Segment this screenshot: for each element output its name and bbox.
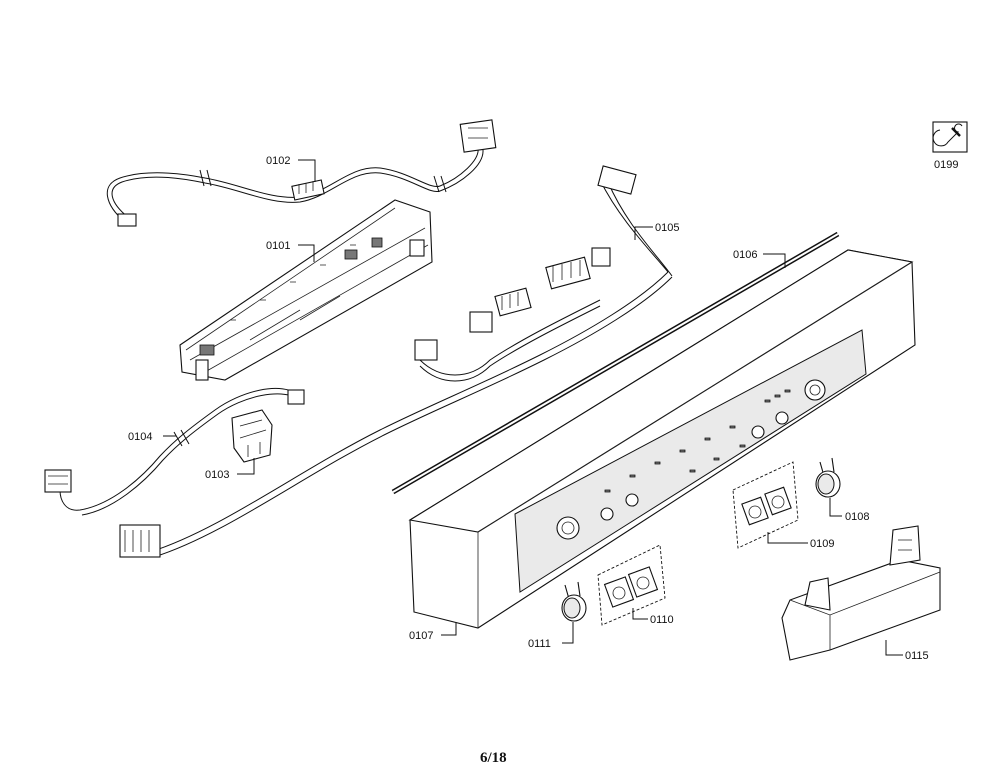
button-set-0110 [597, 544, 666, 626]
service-wrench-icon [932, 121, 968, 153]
label-0101: 0101 [266, 240, 290, 252]
leader-lines [163, 159, 903, 656]
label-0111: 0111 [528, 638, 551, 650]
label-0108: 0108 [845, 511, 869, 523]
bracket-0115 [781, 525, 941, 661]
knob-0111 [561, 581, 587, 622]
wire-harness-0104 [44, 388, 305, 516]
label-0102: 0102 [266, 155, 290, 167]
label-0109: 0109 [810, 538, 834, 550]
switch-0103 [231, 409, 273, 463]
button-set-0109 [732, 461, 799, 549]
label-0106: 0106 [733, 249, 757, 261]
wire-harness-0105 [119, 165, 673, 558]
wire-harness-0102 [106, 119, 497, 227]
label-0107: 0107 [409, 630, 433, 642]
label-0104: 0104 [128, 431, 152, 443]
knob-0108 [815, 457, 841, 498]
label-0110: 0110 [650, 614, 674, 626]
label-0199: 0199 [934, 159, 958, 171]
page-number: 6/18 [480, 750, 507, 766]
gasket-strip-0106 [391, 231, 840, 495]
control-module-0101 [179, 199, 433, 381]
control-panel-0107 [408, 249, 916, 629]
label-0103: 0103 [205, 469, 229, 481]
label-0105: 0105 [655, 222, 679, 234]
label-0115: 0115 [905, 650, 929, 662]
